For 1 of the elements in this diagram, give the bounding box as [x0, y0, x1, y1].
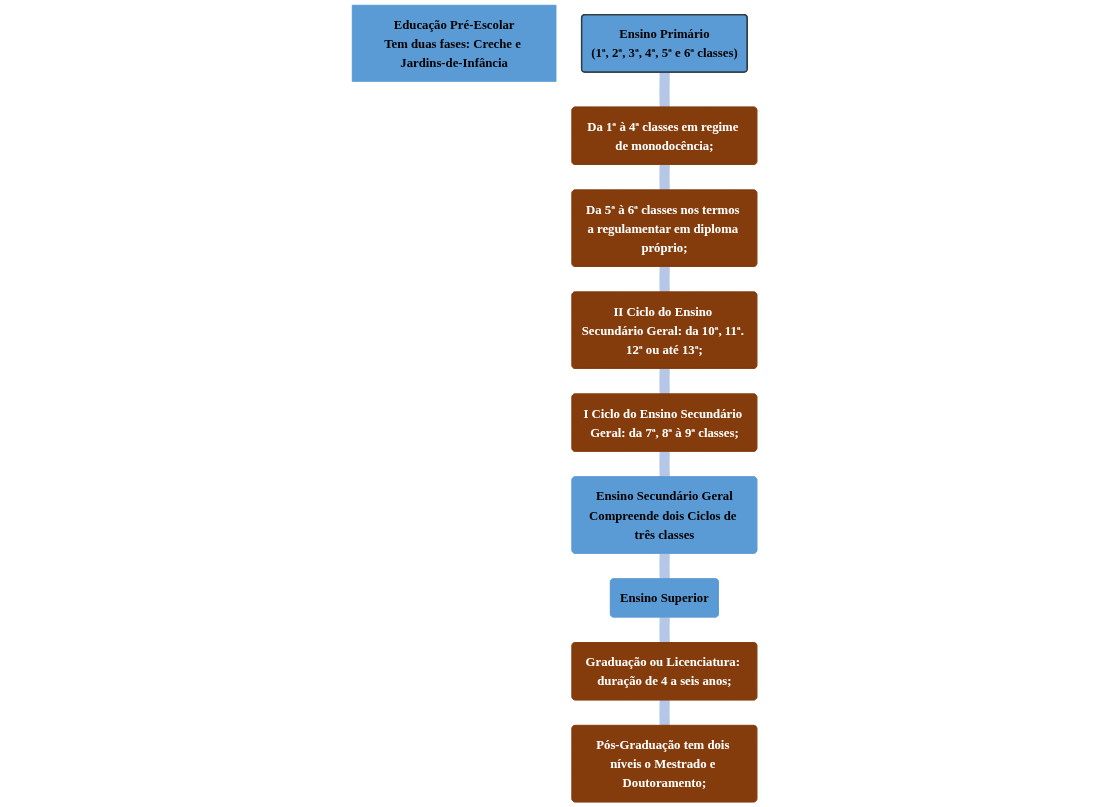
node-box: Educação Pré-Escolar Tem duas fases: Creche e Jardins-de-Infância: [351, 4, 557, 82]
